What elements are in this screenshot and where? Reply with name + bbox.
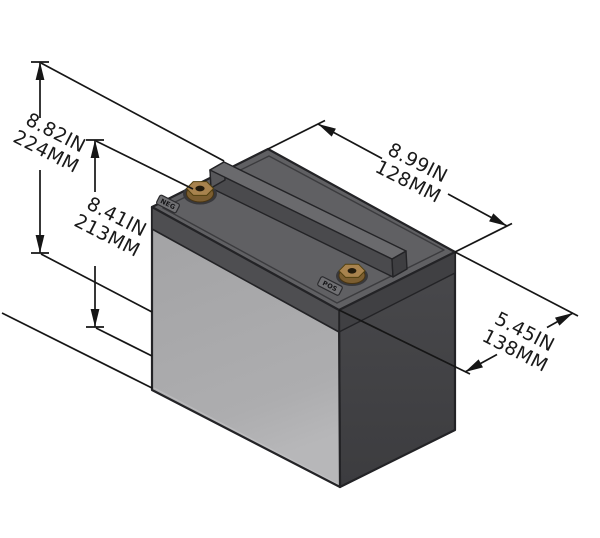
- ext-depth-top: [454, 251, 579, 317]
- positive-terminal-hole: [347, 268, 357, 274]
- leader-inner-height-top: [95, 140, 194, 190]
- ext-top-length-right: [454, 222, 513, 253]
- neg-label-plate: NEG: [156, 194, 180, 214]
- arrow-down-inner-height: [90, 309, 100, 327]
- arrow-down-overall-height: [35, 235, 45, 253]
- leader-overall-height-top: [40, 62, 225, 162]
- negative-terminal-hole: [195, 185, 205, 192]
- arrow-top-length-right: [489, 213, 507, 226]
- battery-bottom-highlight: [153, 387, 339, 485]
- pos-label-plate: POS: [317, 276, 343, 296]
- ext-top-length-left: [267, 119, 326, 150]
- arrow-depth-upper: [555, 313, 573, 326]
- arrow-up-inner-height: [90, 140, 100, 158]
- arrow-top-length-left: [318, 124, 336, 137]
- ext-depth-bottom: [338, 309, 471, 375]
- arrow-up-overall-height: [35, 62, 45, 80]
- leader-overall-height-base: [1, 312, 153, 389]
- leader-overall-height-bottom: [40, 253, 153, 313]
- leader-inner-height-bottom: [95, 327, 153, 357]
- battery: NEG POS: [150, 147, 457, 489]
- arrow-depth-lower: [465, 359, 483, 372]
- handle-ridge-top: [209, 161, 407, 260]
